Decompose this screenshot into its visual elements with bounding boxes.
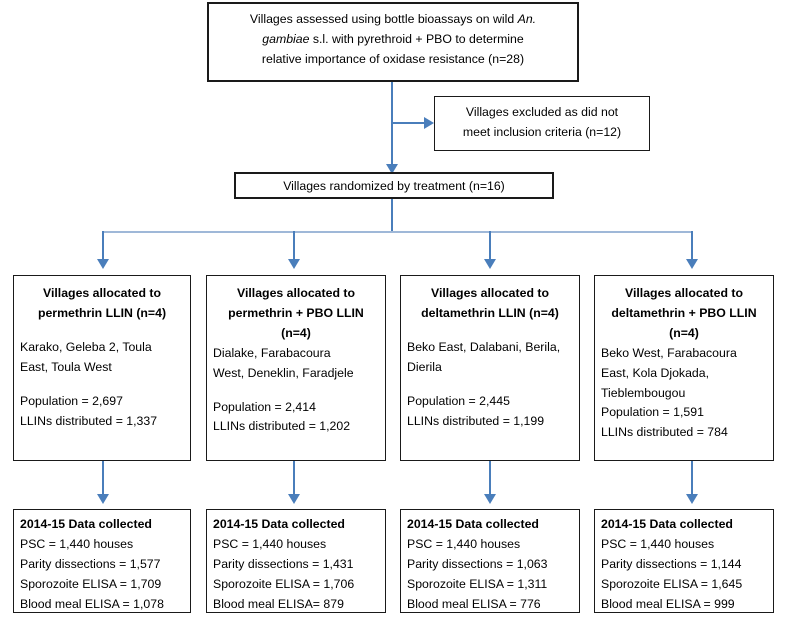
connector-split-bar (102, 231, 693, 233)
assessment-line-2: gambiae s.l. with pyrethroid + PBO to de… (262, 31, 524, 46)
connector-branch-1 (102, 231, 104, 262)
arrowhead-branch-1 (97, 259, 109, 269)
spacer (213, 384, 379, 398)
arrowhead-branch-2 (288, 259, 300, 269)
allocation-heading-line: (n=4) (281, 325, 311, 340)
allocation-llins: LLINs distributed = 1,199 (407, 413, 545, 428)
excluded-box: Villages excluded as did not meet inclus… (434, 96, 650, 151)
data-heading: 2014-15 Data collected (20, 517, 152, 531)
allocation-villages-line: West, Deneklin, Faradjele (213, 365, 354, 380)
data-box-permethrin-pbo: 2014-15 Data collected PSC = 1,440 house… (206, 509, 386, 613)
spacer (407, 378, 573, 392)
data-box-deltamethrin: 2014-15 Data collected PSC = 1,440 house… (400, 509, 580, 613)
assessment-box: Villages assessed using bottle bioassays… (207, 2, 579, 82)
data-heading: 2014-15 Data collected (601, 517, 733, 531)
data-parity: Parity dissections = 1,144 (601, 556, 742, 571)
allocation-population: Population = 2,414 (213, 399, 316, 414)
connector-branch-3 (489, 231, 491, 262)
data-bloodmeal: Blood meal ELISA = 1,078 (20, 596, 164, 611)
arrowhead-to-randomized (386, 164, 398, 174)
connector-assessment-to-randomized (391, 82, 393, 166)
connector-alloc-to-data-1 (102, 461, 104, 497)
spacer (407, 324, 573, 338)
connector-alloc-to-data-3 (489, 461, 491, 497)
data-heading: 2014-15 Data collected (407, 517, 539, 531)
arrowhead-data-3 (484, 494, 496, 504)
allocation-population: Population = 1,591 (601, 405, 704, 420)
allocation-villages-line: Karako, Geleba 2, Toula (20, 339, 152, 354)
data-heading: 2014-15 Data collected (213, 517, 345, 531)
arrowhead-branch-4 (686, 259, 698, 269)
connector-alloc-to-data-2 (293, 461, 295, 497)
arrowhead-to-excluded (424, 117, 434, 129)
allocation-heading-line: deltamethrin LLIN (n=4) (421, 305, 559, 320)
data-sporozoite: Sporozoite ELISA = 1,311 (407, 576, 548, 591)
spacer (20, 324, 184, 338)
allocation-villages-line: Dialake, Farabacoura (213, 345, 331, 360)
randomized-label: Villages randomized by treatment (n=16) (283, 179, 505, 193)
arrowhead-data-1 (97, 494, 109, 504)
allocation-heading-line: Villages allocated to (42, 286, 161, 300)
allocation-heading-line: permethrin LLIN (n=4) (37, 305, 167, 320)
allocation-llins: LLINs distributed = 784 (601, 425, 728, 440)
spacer (20, 378, 184, 392)
allocation-population: Population = 2,697 (20, 393, 123, 408)
allocation-villages-line: Tieblembougou (601, 385, 686, 400)
allocation-heading-line: (n=4) (669, 325, 699, 340)
data-sporozoite: Sporozoite ELISA = 1,709 (20, 576, 162, 591)
data-psc: PSC = 1,440 houses (20, 536, 134, 551)
allocation-heading-line: Villages allocated to (430, 286, 549, 300)
allocation-llins: LLINs distributed = 1,202 (213, 419, 351, 434)
allocation-heading-line: Villages allocated to (236, 286, 355, 300)
data-bloodmeal: Blood meal ELISA = 776 (407, 596, 541, 611)
allocation-box-deltamethrin-pbo: Villages allocated to deltamethrin + PBO… (594, 275, 774, 461)
connector-alloc-to-data-4 (691, 461, 693, 497)
allocation-heading-line: deltamethrin + PBO LLIN (611, 305, 757, 320)
allocation-villages-line: Beko East, Dalabani, Berila, (407, 339, 561, 354)
data-parity: Parity dissections = 1,431 (213, 556, 354, 571)
allocation-villages-line: East, Kola Djokada, (601, 365, 710, 380)
allocation-population: Population = 2,445 (407, 393, 510, 408)
allocation-box-deltamethrin: Villages allocated to deltamethrin LLIN … (400, 275, 580, 461)
data-psc: PSC = 1,440 houses (407, 536, 521, 551)
randomized-box: Villages randomized by treatment (n=16) (234, 172, 554, 199)
data-bloodmeal: Blood meal ELISA = 999 (601, 596, 735, 611)
allocation-heading-line: permethrin + PBO LLIN (228, 305, 364, 320)
data-sporozoite: Sporozoite ELISA = 1,706 (213, 576, 355, 591)
allocation-box-permethrin-pbo: Villages allocated to permethrin + PBO L… (206, 275, 386, 461)
excluded-line-1: Villages excluded as did not (465, 105, 619, 119)
allocation-heading-line: Villages allocated to (624, 286, 743, 300)
allocation-villages-line: Beko West, Farabacoura (601, 345, 737, 360)
connector-to-excluded (391, 122, 426, 124)
arrowhead-branch-3 (484, 259, 496, 269)
excluded-line-2: meet inclusion criteria (n=12) (462, 124, 622, 139)
assessment-line-3: relative importance of oxidase resistanc… (261, 51, 525, 66)
data-box-deltamethrin-pbo: 2014-15 Data collected PSC = 1,440 house… (594, 509, 774, 613)
data-parity: Parity dissections = 1,577 (20, 556, 161, 571)
data-psc: PSC = 1,440 houses (213, 536, 327, 551)
data-psc: PSC = 1,440 houses (601, 536, 715, 551)
data-bloodmeal: Blood meal ELISA= 879 (213, 596, 344, 611)
data-box-permethrin: 2014-15 Data collected PSC = 1,440 house… (13, 509, 191, 613)
connector-branch-2 (293, 231, 295, 262)
arrowhead-data-2 (288, 494, 300, 504)
arrowhead-data-4 (686, 494, 698, 504)
data-sporozoite: Sporozoite ELISA = 1,645 (601, 576, 743, 591)
allocation-llins: LLINs distributed = 1,337 (20, 413, 158, 428)
allocation-box-permethrin: Villages allocated to permethrin LLIN (n… (13, 275, 191, 461)
allocation-villages-line: East, Toula West (20, 359, 112, 374)
allocation-villages-line: Dierila (407, 359, 442, 374)
data-parity: Parity dissections = 1,063 (407, 556, 548, 571)
connector-randomized-stem (391, 199, 393, 232)
connector-branch-4 (691, 231, 693, 262)
assessment-line-1: Villages assessed using bottle bioassays… (249, 12, 537, 26)
